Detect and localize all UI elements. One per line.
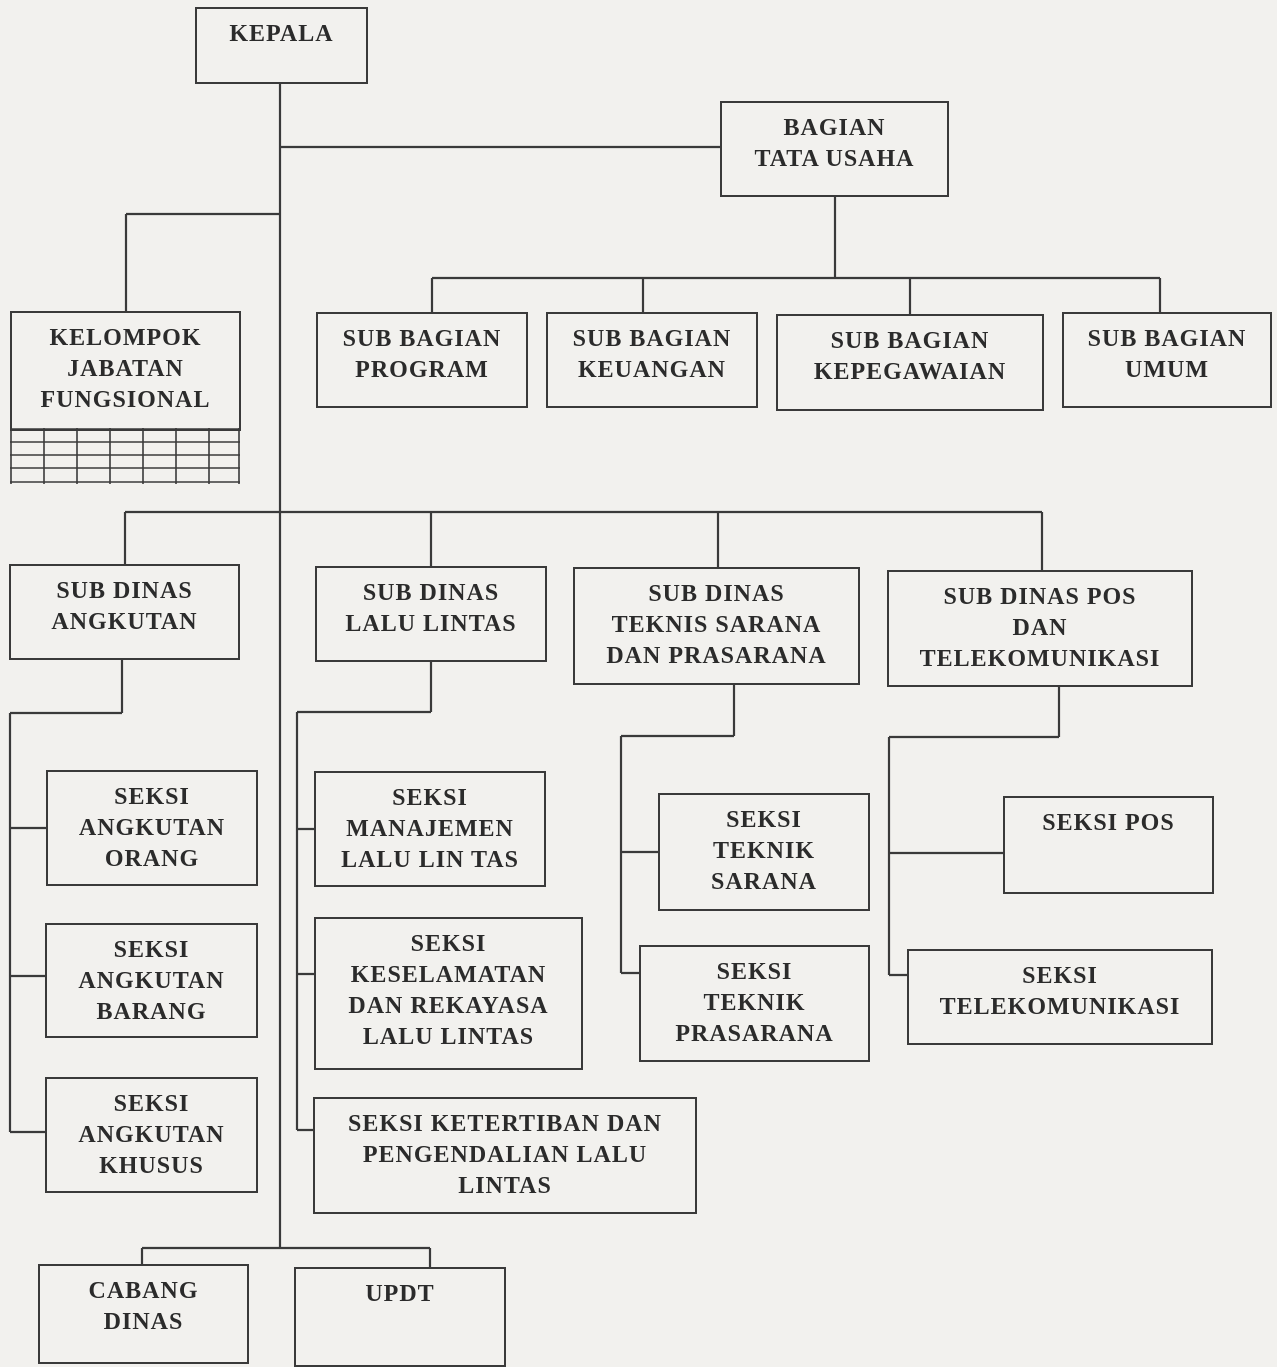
box-seksi-manajemen-lalu-lintas: SEKSI MANAJEMEN LALU LIN TAS	[314, 771, 546, 887]
box-seksi-angkutan-orang: SEKSI ANGKUTAN ORANG	[46, 770, 258, 886]
box-sub-dinas-lalu-lintas: SUB DINAS LALU LINTAS	[315, 566, 547, 662]
box-seksi-angkutan-barang: SEKSI ANGKUTAN BARANG	[45, 923, 258, 1038]
box-sub-bagian-program: SUB BAGIAN PROGRAM	[316, 312, 528, 408]
box-seksi-teknik-prasarana: SEKSI TEKNIK PRASARANA	[639, 945, 870, 1062]
box-sub-dinas-teknis: SUB DINAS TEKNIS SARANA DAN PRASARANA	[573, 567, 860, 685]
box-sub-bagian-kepegawaian: SUB BAGIAN KEPEGAWAIAN	[776, 314, 1044, 411]
box-seksi-angkutan-khusus: SEKSI ANGKUTAN KHUSUS	[45, 1077, 258, 1193]
box-sub-bagian-keuangan: SUB BAGIAN KEUANGAN	[546, 312, 758, 408]
box-bagian-tata-usaha: BAGIAN TATA USAHA	[720, 101, 949, 197]
box-kelompok-jabatan-fungsional: KELOMPOK JABATAN FUNGSIONAL	[10, 311, 241, 431]
box-seksi-pos: SEKSI POS	[1003, 796, 1214, 894]
box-seksi-ketertiban: SEKSI KETERTIBAN DAN PENGENDALIAN LALU L…	[313, 1097, 697, 1214]
box-updt: UPDT	[294, 1267, 506, 1367]
box-kepala: KEPALA	[195, 7, 368, 84]
box-sub-dinas-pos: SUB DINAS POS DAN TELEKOMUNIKASI	[887, 570, 1193, 687]
kelompok-grid	[10, 428, 240, 484]
box-seksi-telekomunikasi: SEKSI TELEKOMUNIKASI	[907, 949, 1213, 1045]
box-cabang-dinas: CABANG DINAS	[38, 1264, 249, 1364]
box-seksi-teknik-sarana: SEKSI TEKNIK SARANA	[658, 793, 870, 911]
box-seksi-keselamatan: SEKSI KESELAMATAN DAN REKAYASA LALU LINT…	[314, 917, 583, 1070]
box-sub-bagian-umum: SUB BAGIAN UMUM	[1062, 312, 1272, 408]
box-sub-dinas-angkutan: SUB DINAS ANGKUTAN	[9, 564, 240, 660]
